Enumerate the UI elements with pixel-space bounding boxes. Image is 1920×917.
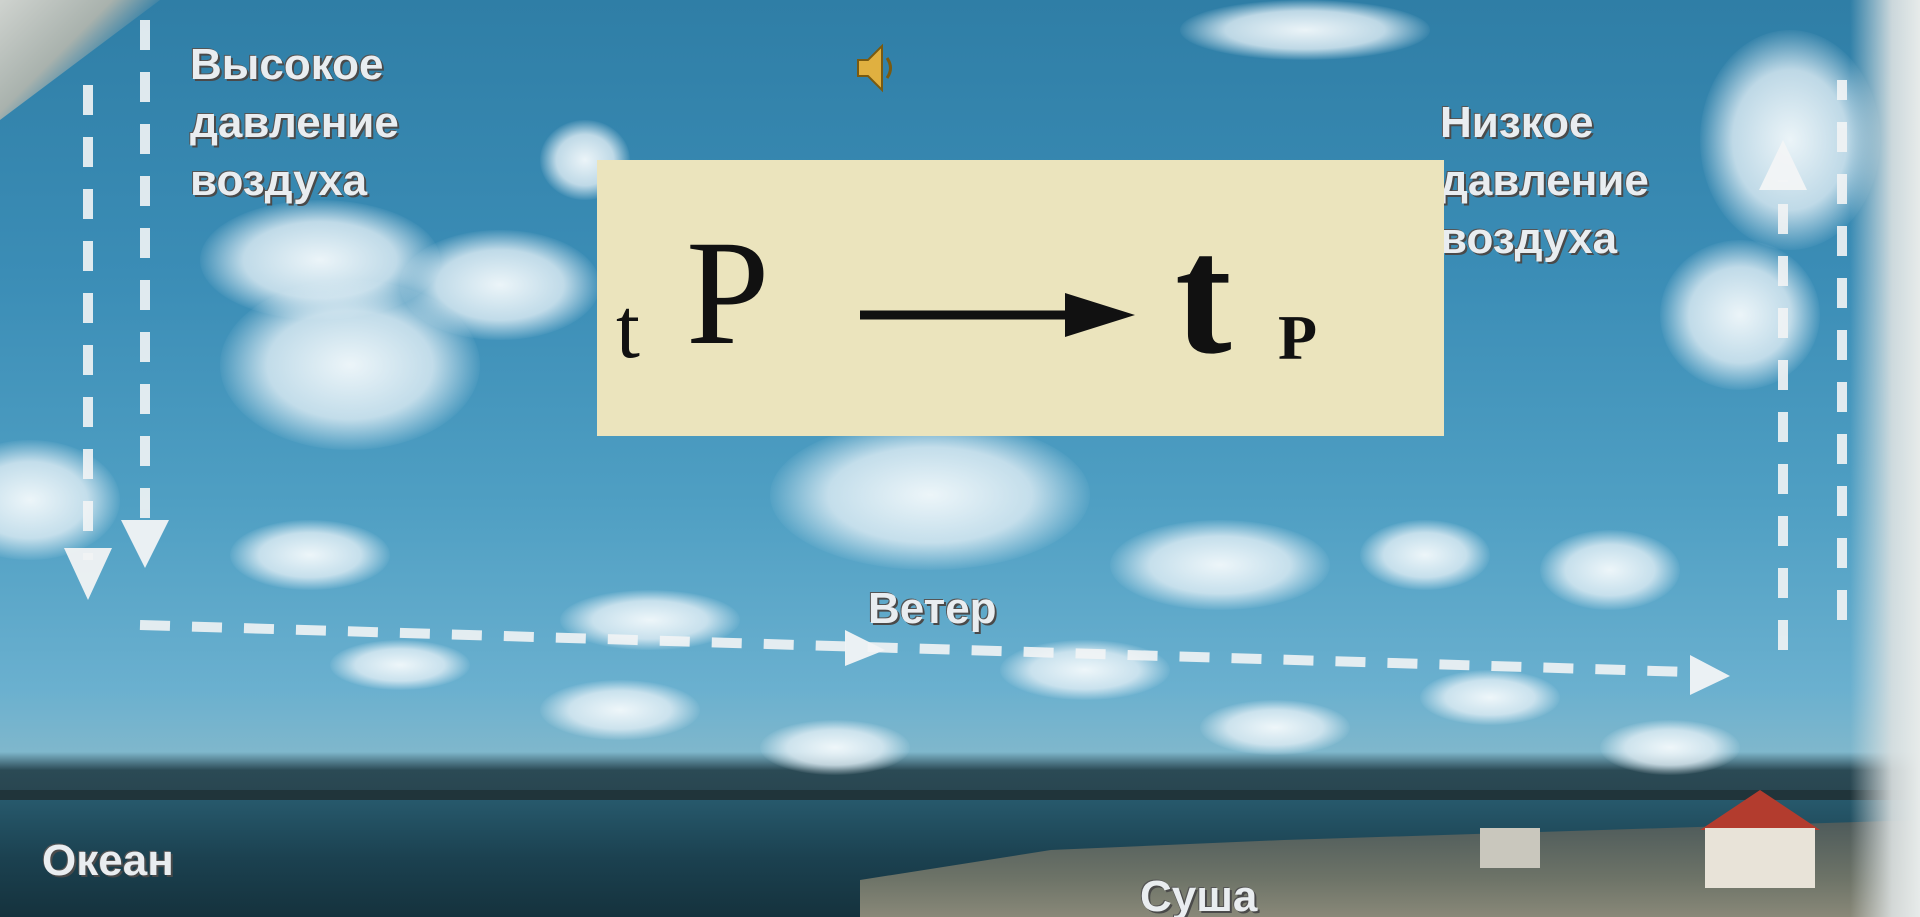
formula-pressure-low: P bbox=[1278, 302, 1318, 373]
ocean-label: Океан bbox=[42, 836, 174, 885]
cloud bbox=[400, 230, 600, 340]
formula-box bbox=[597, 160, 1444, 436]
cloud bbox=[1420, 670, 1560, 725]
cloud bbox=[1110, 520, 1330, 610]
speaker-icon[interactable] bbox=[854, 38, 900, 98]
cloud bbox=[770, 420, 1090, 570]
house bbox=[1705, 828, 1815, 888]
formula-temperature-low: t bbox=[616, 280, 640, 376]
cloud bbox=[1360, 520, 1490, 590]
high-pressure-label: Высокое давление воздуха bbox=[190, 40, 399, 205]
low-pressure-label: Низкое давление воздуха bbox=[1440, 98, 1649, 263]
cloud bbox=[560, 590, 740, 650]
cloud bbox=[1540, 530, 1680, 610]
cloud bbox=[1200, 700, 1350, 755]
house-roof bbox=[1700, 790, 1820, 830]
cloud bbox=[760, 720, 910, 775]
formula-temperature-high: t bbox=[1175, 201, 1232, 389]
page-edge bbox=[1850, 0, 1920, 917]
formula-pressure-high: P bbox=[686, 210, 770, 376]
cloud bbox=[230, 520, 390, 590]
cloud bbox=[540, 680, 700, 740]
arrow-right-icon bbox=[860, 293, 1135, 337]
cloud bbox=[330, 640, 470, 690]
cloud bbox=[1660, 240, 1820, 390]
house bbox=[1480, 828, 1540, 868]
cloud bbox=[1600, 720, 1740, 775]
cloud bbox=[1180, 0, 1430, 60]
land-label: Суша bbox=[1140, 872, 1258, 917]
wind-label: Ветер bbox=[868, 584, 997, 633]
